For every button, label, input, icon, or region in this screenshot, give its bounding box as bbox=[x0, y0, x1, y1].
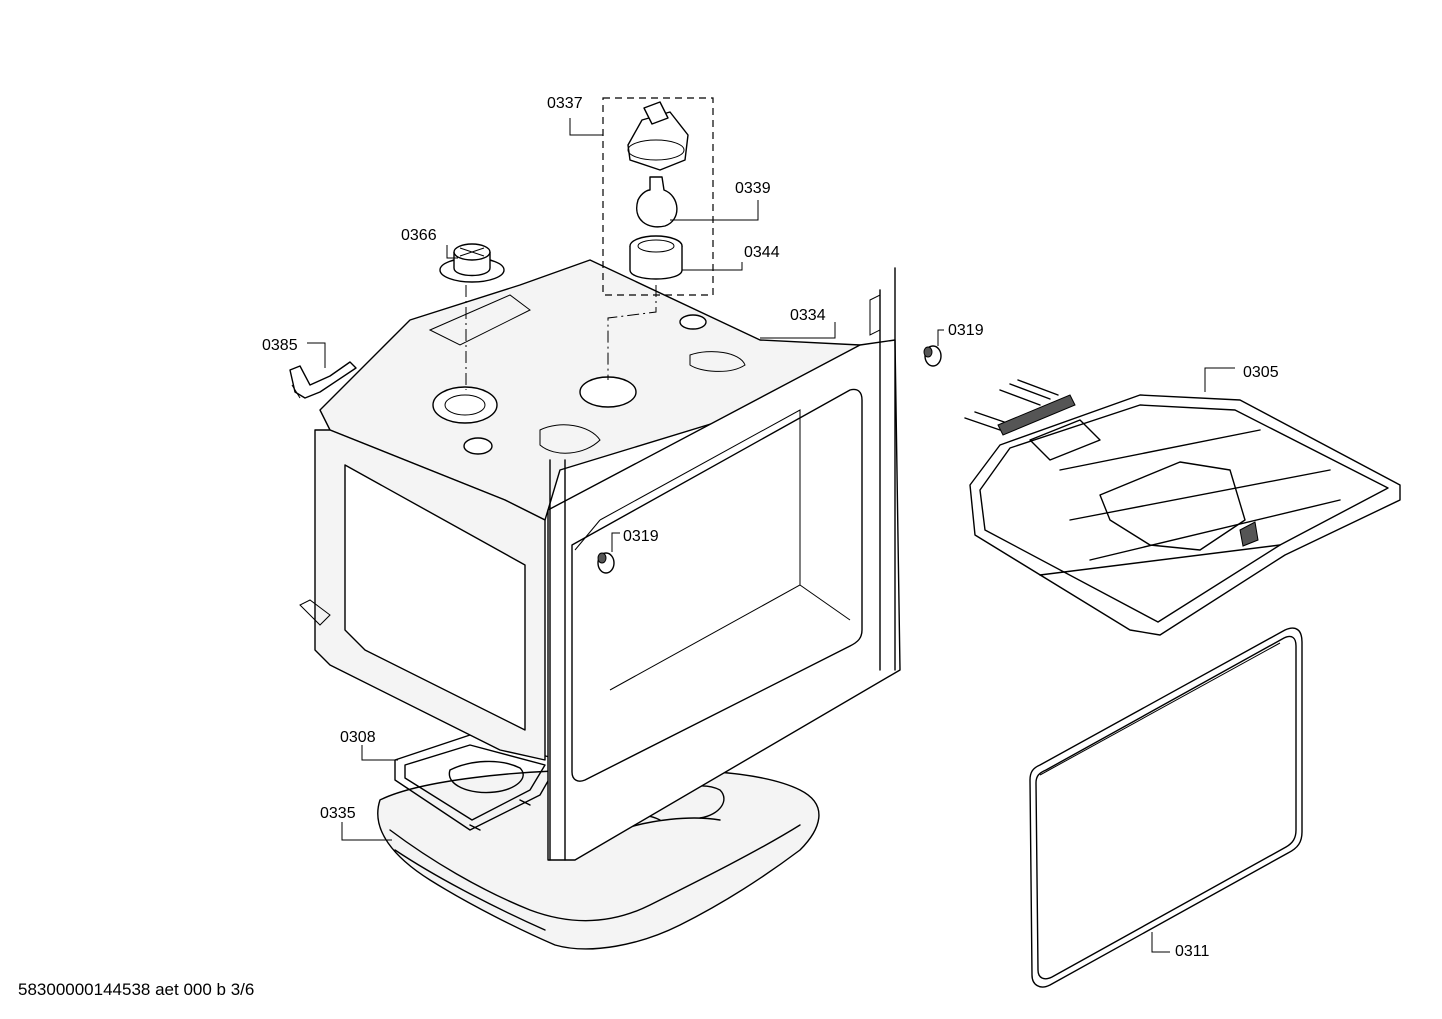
label-0334: 0334 bbox=[790, 307, 826, 324]
label-0339: 0339 bbox=[735, 180, 771, 197]
bushing-front-drawing bbox=[597, 552, 615, 574]
label-0366: 0366 bbox=[401, 227, 437, 244]
insulation-drawing bbox=[377, 768, 820, 950]
label-0319-front: 0319 bbox=[623, 528, 659, 545]
bracket-drawing bbox=[289, 361, 357, 399]
leader-lines bbox=[307, 118, 1235, 953]
document-code: 58300000144538 aet 000 b 3/6 bbox=[18, 980, 255, 999]
lamp-assembly-drawing bbox=[602, 97, 714, 380]
label-0335: 0335 bbox=[320, 805, 356, 822]
grill-heater-drawing bbox=[964, 379, 1401, 636]
label-0311: 0311 bbox=[1175, 943, 1210, 960]
label-0319-right: 0319 bbox=[948, 322, 984, 339]
label-0308: 0308 bbox=[340, 729, 376, 746]
label-0344: 0344 bbox=[744, 244, 780, 261]
bushing-right-drawing bbox=[923, 345, 942, 367]
door-seal-drawing bbox=[1029, 627, 1303, 988]
label-0385: 0385 bbox=[262, 337, 298, 354]
label-0337: 0337 bbox=[547, 95, 583, 112]
label-0305: 0305 bbox=[1243, 364, 1279, 381]
oven-cavity-drawing bbox=[299, 259, 901, 861]
fan-fitting-drawing bbox=[439, 243, 505, 390]
